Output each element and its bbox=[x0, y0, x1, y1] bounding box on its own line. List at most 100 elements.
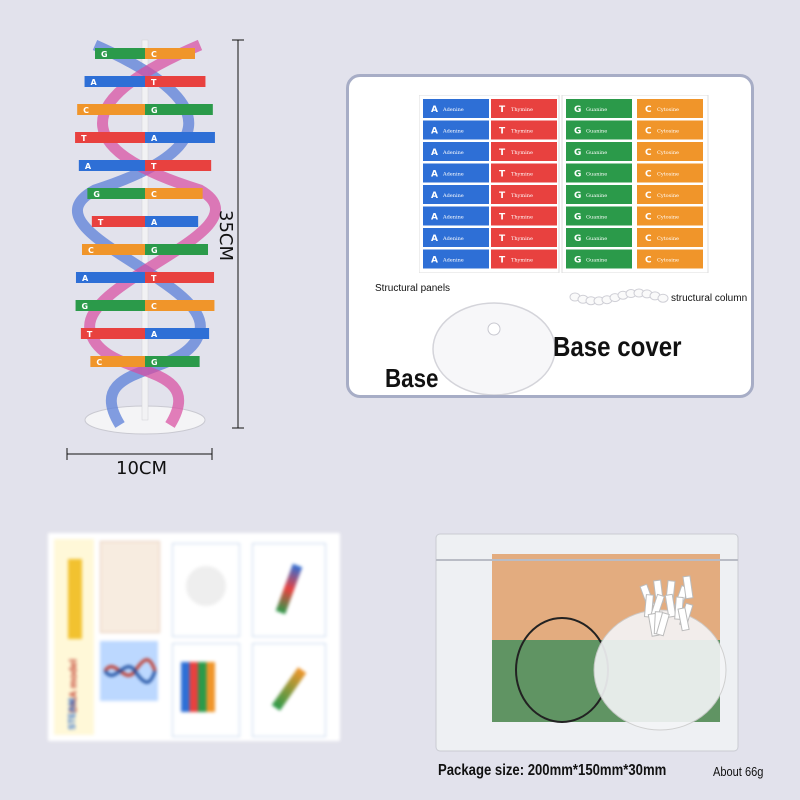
svg-text:A: A bbox=[431, 213, 438, 223]
panel-strip: C Cytosine bbox=[637, 163, 703, 183]
structural-column-label: structural column bbox=[671, 293, 748, 304]
structural-panels-label: Structural panels bbox=[375, 283, 451, 294]
svg-text:Thymine: Thymine bbox=[511, 172, 533, 178]
width-dimension-label: 10CM bbox=[116, 458, 168, 479]
svg-text:G: G bbox=[574, 191, 581, 201]
svg-text:G: G bbox=[93, 190, 100, 199]
base-disc bbox=[432, 302, 556, 395]
svg-text:Cytosine: Cytosine bbox=[657, 193, 679, 199]
package-peg bbox=[643, 594, 654, 618]
svg-text:Guanine: Guanine bbox=[586, 172, 607, 178]
svg-text:A: A bbox=[91, 78, 98, 87]
svg-text:T: T bbox=[499, 191, 506, 201]
panel-strip: C Cytosine bbox=[637, 142, 703, 161]
svg-text:T: T bbox=[499, 213, 506, 223]
manual-step-panels bbox=[172, 643, 240, 737]
svg-text:T: T bbox=[499, 105, 506, 115]
svg-text:G: G bbox=[574, 105, 581, 115]
panel-strip: G Guanine bbox=[566, 228, 632, 247]
manual-text-block bbox=[100, 541, 160, 633]
package-peg bbox=[677, 607, 690, 632]
svg-text:G: G bbox=[151, 246, 158, 255]
svg-text:T: T bbox=[98, 218, 104, 227]
svg-text:C: C bbox=[645, 148, 652, 158]
svg-text:C: C bbox=[88, 246, 94, 255]
panel-strip: G Guanine bbox=[566, 185, 632, 204]
instruction-manual: DNA model STEAM bbox=[48, 533, 340, 741]
manual-cover-strip: DNA model STEAM bbox=[54, 539, 94, 735]
svg-text:A: A bbox=[431, 148, 438, 158]
center-column bbox=[141, 39, 149, 421]
svg-text:G: G bbox=[574, 256, 581, 266]
svg-text:T: T bbox=[499, 256, 506, 266]
svg-text:A: A bbox=[431, 105, 438, 115]
height-dimension-line bbox=[232, 39, 244, 429]
svg-text:A: A bbox=[431, 191, 438, 201]
svg-text:C: C bbox=[151, 190, 157, 199]
svg-text:G: G bbox=[574, 148, 581, 158]
svg-text:T: T bbox=[81, 134, 87, 143]
package-peg bbox=[655, 612, 670, 637]
svg-text:Cytosine: Cytosine bbox=[657, 172, 679, 178]
svg-text:Adenine: Adenine bbox=[442, 129, 464, 135]
svg-text:Cytosine: Cytosine bbox=[657, 107, 679, 113]
svg-text:A: A bbox=[431, 256, 438, 266]
svg-text:C: C bbox=[645, 234, 652, 244]
svg-text:T: T bbox=[151, 162, 157, 171]
svg-text:Guanine: Guanine bbox=[586, 258, 607, 264]
svg-text:G: G bbox=[574, 234, 581, 244]
svg-text:C: C bbox=[645, 127, 652, 137]
svg-text:Thymine: Thymine bbox=[511, 150, 533, 156]
svg-text:Guanine: Guanine bbox=[586, 236, 607, 242]
svg-text:T: T bbox=[151, 274, 157, 283]
svg-text:C: C bbox=[645, 170, 652, 180]
svg-text:Adenine: Adenine bbox=[442, 172, 464, 178]
svg-text:G: G bbox=[574, 170, 581, 180]
svg-text:C: C bbox=[645, 191, 652, 201]
svg-text:A: A bbox=[151, 134, 158, 143]
panel-strip: T Thymine bbox=[491, 142, 557, 161]
svg-text:T: T bbox=[499, 148, 506, 158]
svg-text:Thymine: Thymine bbox=[511, 107, 533, 113]
package-peg bbox=[682, 575, 694, 600]
svg-text:Adenine: Adenine bbox=[442, 150, 464, 156]
svg-text:G: G bbox=[151, 106, 158, 115]
svg-text:G: G bbox=[101, 50, 108, 59]
package-bag-photo bbox=[432, 530, 742, 755]
manual-colour-band bbox=[68, 559, 82, 639]
svg-text:Cytosine: Cytosine bbox=[657, 258, 679, 264]
svg-text:T: T bbox=[499, 127, 506, 137]
package-peg bbox=[664, 593, 677, 618]
svg-text:Guanine: Guanine bbox=[586, 193, 607, 199]
panel-strip: A Adenine bbox=[423, 249, 489, 269]
svg-text:A: A bbox=[431, 127, 438, 137]
manual-dna-image bbox=[100, 641, 158, 701]
svg-text:G: G bbox=[574, 127, 581, 137]
column-bead bbox=[657, 293, 669, 303]
manual-step-strips bbox=[252, 543, 326, 637]
svg-text:Adenine: Adenine bbox=[442, 236, 464, 242]
svg-text:Adenine: Adenine bbox=[442, 258, 464, 264]
svg-text:C: C bbox=[645, 213, 652, 223]
svg-text:Cytosine: Cytosine bbox=[657, 150, 679, 156]
svg-text:T: T bbox=[151, 78, 157, 87]
